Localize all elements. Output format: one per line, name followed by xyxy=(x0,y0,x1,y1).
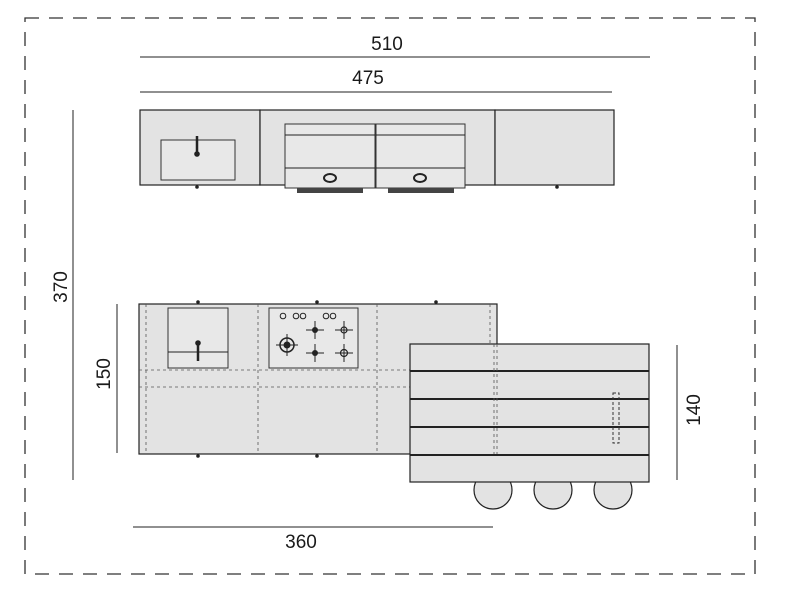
burner-icon xyxy=(306,321,324,339)
sink-tap-head-icon xyxy=(194,151,200,157)
appliance-right-base xyxy=(388,188,454,193)
wall-cabinet-run xyxy=(139,109,615,193)
island-tap-head-icon xyxy=(195,340,201,346)
leg-marker xyxy=(555,185,559,189)
hob-controls-icon xyxy=(279,312,337,320)
appliance-left-knob-icon xyxy=(323,173,337,183)
table-top xyxy=(409,343,650,483)
room-outline xyxy=(24,17,756,575)
dim-label-140: 140 xyxy=(684,394,705,426)
dining-table xyxy=(409,343,650,510)
burner-large-icon xyxy=(276,334,298,356)
appliance-unit-left xyxy=(284,123,376,189)
appliance-left-base xyxy=(297,188,363,193)
table-handle xyxy=(612,392,620,444)
leg-marker xyxy=(315,300,319,304)
appliance-right-knob-icon xyxy=(413,173,427,183)
burner-icon xyxy=(306,344,324,362)
burner-icon xyxy=(335,344,353,362)
leg-marker xyxy=(195,185,199,189)
dim-label-370: 370 xyxy=(51,271,72,303)
wall-end-module xyxy=(494,109,615,186)
leg-marker xyxy=(196,454,200,458)
appliance-unit-right xyxy=(375,123,466,189)
leg-marker xyxy=(434,300,438,304)
hob-plate xyxy=(268,307,359,369)
dim-label-360: 360 xyxy=(285,532,317,553)
dim-label-510: 510 xyxy=(371,34,403,55)
dim-label-150: 150 xyxy=(94,358,115,390)
leg-marker xyxy=(196,300,200,304)
leg-marker xyxy=(315,454,319,458)
dim-label-475: 475 xyxy=(352,68,384,89)
burner-icon xyxy=(335,321,353,339)
